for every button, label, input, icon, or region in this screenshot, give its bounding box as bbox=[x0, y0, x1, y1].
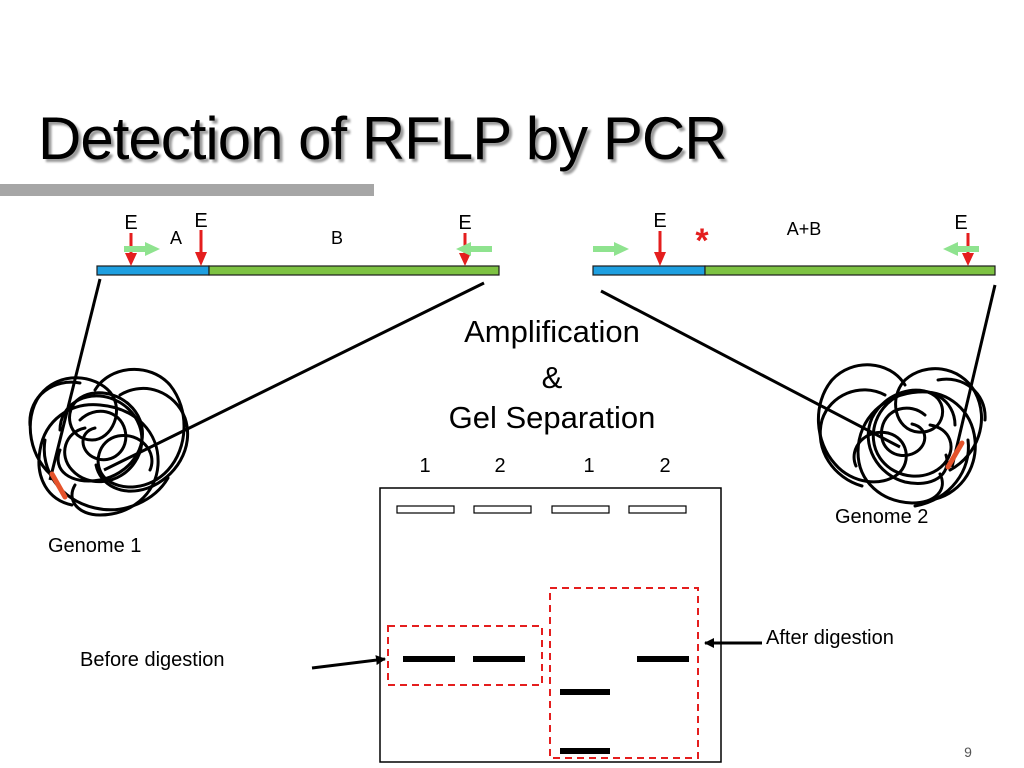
ampersand-label: & bbox=[542, 360, 563, 395]
gel: 1 2 1 2 bbox=[379, 455, 722, 763]
fragment-a-segment bbox=[96, 265, 210, 276]
gel-well bbox=[396, 505, 455, 514]
lane-label: 1 bbox=[419, 455, 430, 477]
fragment-ab-label: A+B bbox=[787, 219, 822, 239]
lane-label: 2 bbox=[659, 455, 670, 477]
after-digestion-box bbox=[549, 587, 699, 759]
after-digestion-label: After digestion bbox=[766, 627, 894, 649]
restriction-site-label: E bbox=[653, 210, 666, 232]
gel-band bbox=[560, 689, 610, 695]
restriction-site-label: E bbox=[124, 212, 137, 234]
restriction-site-arrow bbox=[195, 230, 207, 266]
marked-region-genome2 bbox=[945, 440, 965, 470]
restriction-site-label: E bbox=[458, 212, 471, 234]
fragment-a-label: A bbox=[170, 228, 182, 248]
gel-band bbox=[403, 656, 455, 662]
genome1-map: E E E A B bbox=[96, 210, 500, 276]
mutation-asterisk: * bbox=[695, 222, 709, 260]
forward-primer-arrow bbox=[124, 242, 160, 256]
before-digestion-arrow bbox=[311, 655, 386, 670]
fragment-b-label: B bbox=[331, 228, 343, 248]
page-number: 9 bbox=[964, 744, 972, 760]
lane-label: 2 bbox=[494, 455, 505, 477]
before-digestion-label: Before digestion bbox=[80, 649, 225, 671]
genome2-tangle-graphic bbox=[817, 363, 987, 508]
genome1-label: Genome 1 bbox=[48, 535, 141, 557]
reverse-primer-arrow bbox=[943, 242, 979, 256]
gel-well bbox=[551, 505, 610, 514]
fragment-b-segment bbox=[704, 265, 996, 276]
genome1-tangle-graphic bbox=[28, 368, 190, 517]
genome2-map: E E * A+B bbox=[592, 210, 996, 276]
gel-frame bbox=[379, 487, 722, 763]
lane-label: 1 bbox=[583, 455, 594, 477]
fragment-b-segment bbox=[208, 265, 500, 276]
restriction-site-label: E bbox=[954, 212, 967, 234]
genome2-label: Genome 2 bbox=[835, 506, 928, 528]
restriction-site-label: E bbox=[194, 210, 207, 232]
title-underline-bar bbox=[0, 184, 374, 196]
restriction-site-arrow bbox=[654, 231, 666, 266]
gel-well bbox=[628, 505, 687, 514]
reverse-primer-arrow bbox=[456, 242, 492, 256]
before-digestion-box bbox=[387, 625, 543, 686]
slide-title: Detection of RFLP by PCR bbox=[38, 105, 728, 172]
marked-region-genome1 bbox=[49, 471, 68, 500]
gel-band bbox=[637, 656, 689, 662]
amplification-label: Amplification bbox=[464, 314, 640, 349]
gel-band bbox=[560, 748, 610, 754]
gel-separation-label: Gel Separation bbox=[449, 400, 656, 435]
gel-well bbox=[473, 505, 532, 514]
forward-primer-arrow bbox=[593, 242, 629, 256]
gel-band bbox=[473, 656, 525, 662]
fragment-a-segment bbox=[592, 265, 706, 276]
zoom-lines bbox=[48, 278, 997, 481]
